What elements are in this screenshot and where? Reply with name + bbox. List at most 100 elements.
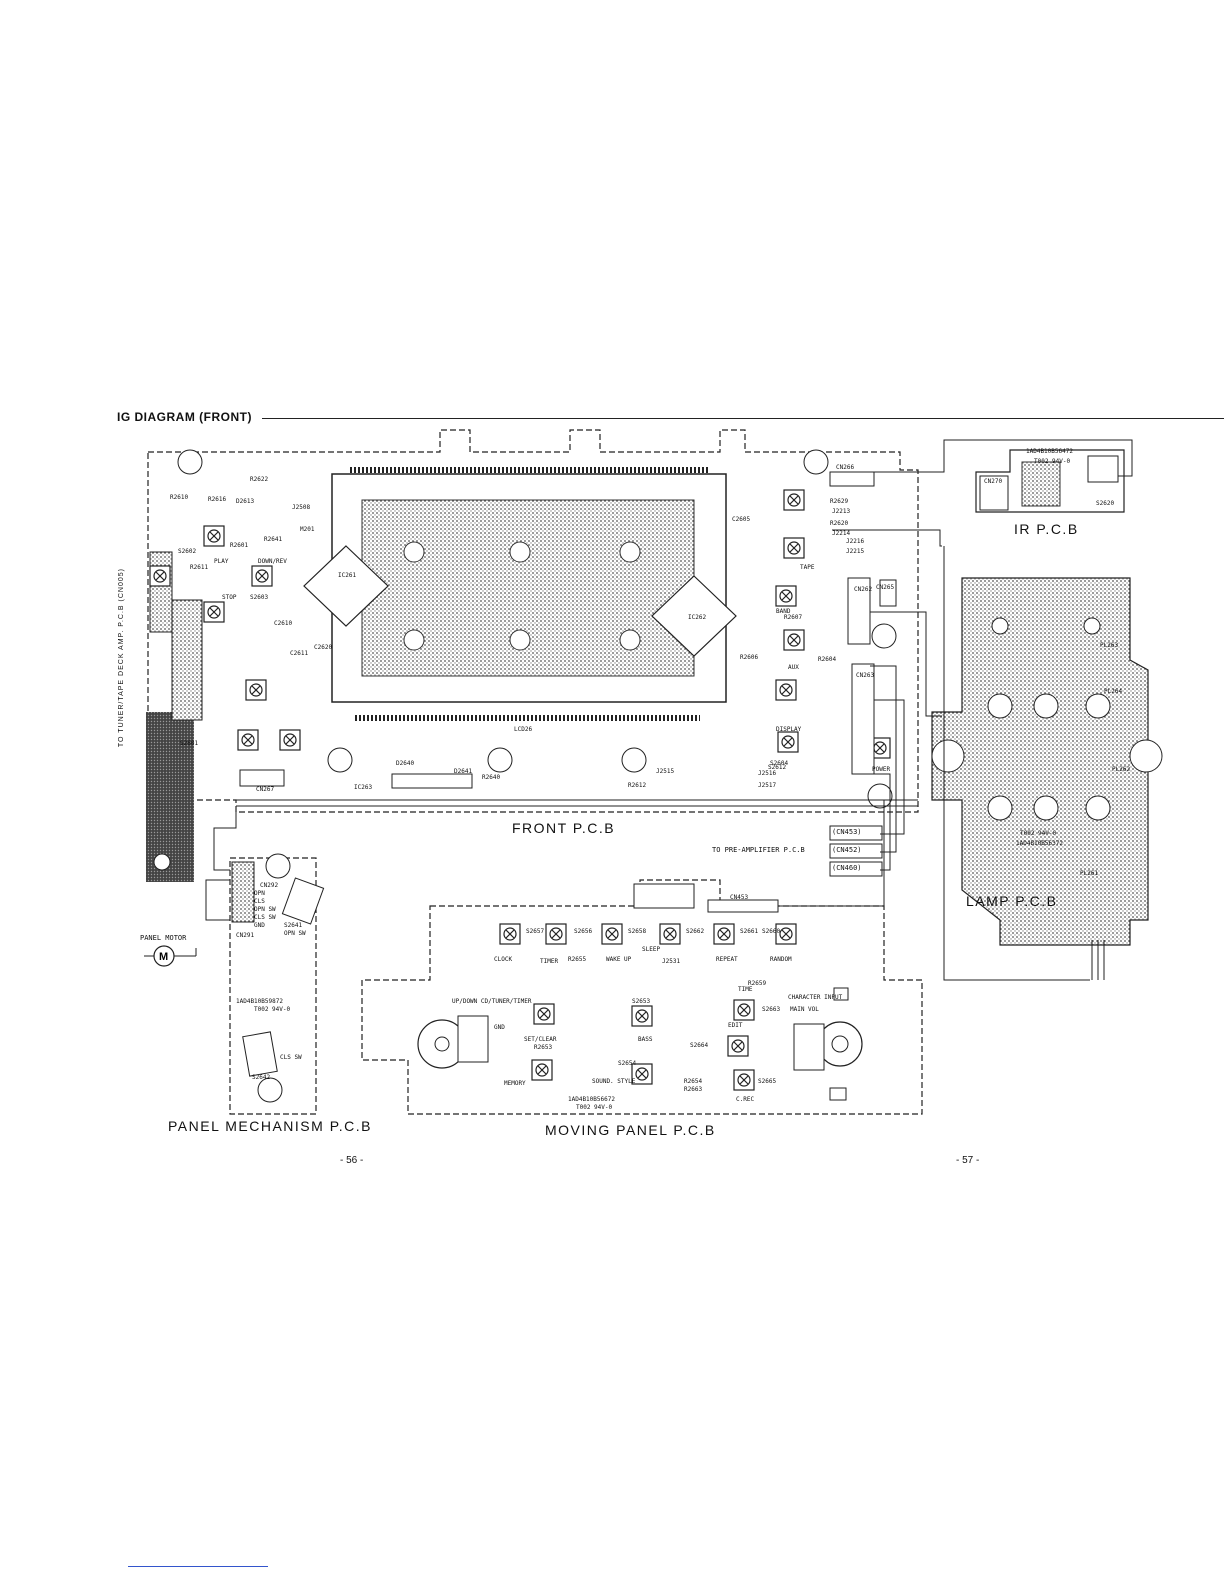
component-label: TAPE (800, 564, 815, 571)
ir-label: T002 94V-0 (1034, 458, 1071, 465)
panel-mech-label: CN292 (260, 882, 279, 889)
panel-motor-label: PANEL MOTOR (140, 934, 187, 942)
moving-component-label: R2655 (568, 956, 587, 963)
panel-mech-label: CN291 (236, 932, 255, 939)
moving-component-label: S2657 (526, 928, 545, 935)
component-label: R2629 (830, 498, 849, 505)
component-label: J2213 (832, 508, 851, 515)
component-label: C2611 (290, 650, 309, 657)
moving-component-label: S2663 (762, 1006, 781, 1013)
component-label: CN263 (856, 672, 875, 679)
panel-mech-label: CLS (254, 898, 265, 905)
lamp-label: PL261 (1080, 870, 1099, 877)
ir-label: CN270 (984, 478, 1003, 485)
component-label: R2622 (250, 476, 269, 483)
lamp-label: 1AD4B10B56372 (1016, 840, 1063, 847)
diagram-heading: IG DIAGRAM (FRONT) (117, 410, 252, 424)
connector-cn452: (CN452) (832, 846, 862, 854)
svg-text:M: M (159, 951, 168, 963)
moving-component-label: S2656 (574, 928, 593, 935)
moving-component-label: S2654 (618, 1060, 637, 1067)
component-label: PLAY (214, 558, 229, 565)
lamp-label: PL262 (1112, 766, 1131, 773)
moving-button-label: EDIT (728, 1022, 743, 1029)
component-label: S2603 (250, 594, 269, 601)
tuner-tape-deck-label: TO TUNER/TAPE DECK AMP. P.C.B (CN005) (118, 568, 125, 748)
moving-panel-pcb-title: MOVING PANEL P.C.B (545, 1122, 716, 1138)
component-label: R2640 (482, 774, 501, 781)
moving-component-label: T002 94V-0 (576, 1104, 613, 1111)
ir-pcb-title: IR P.C.B (1014, 521, 1079, 537)
component-label: CN267 (256, 786, 275, 793)
moving-component-label: R2654 (684, 1078, 703, 1085)
moving-component-label: S2661 (740, 928, 759, 935)
component-label: R2620 (830, 520, 849, 527)
pre-amplifier-label: TO PRE-AMPLIFIER P.C.B (712, 846, 805, 854)
panel-mech-label: OPN SW (254, 906, 276, 913)
moving-button-label: WAKE UP (606, 956, 632, 963)
component-label: C2610 (274, 620, 293, 627)
component-label: D2641 (454, 768, 473, 775)
component-label: J2515 (656, 768, 675, 775)
component-label: J2517 (758, 782, 777, 789)
connector-cn453: (CN453) (832, 828, 862, 836)
moving-component-label: S2664 (690, 1042, 709, 1049)
panel-mech-label: T002 94V-0 (254, 1006, 291, 1013)
moving-component-label: R2653 (534, 1044, 553, 1051)
lamp-pcb-title: LAMP P.C.B (966, 893, 1058, 909)
moving-component-label: J2531 (662, 958, 681, 965)
ic-label: IC261 (338, 572, 357, 579)
component-label: R2641 (264, 536, 283, 543)
component-label: S2612 (768, 764, 787, 771)
panel-mech-label: CLS SW (280, 1054, 302, 1061)
component-label: S2601 (180, 740, 199, 747)
moving-component-label: R2659 (748, 980, 767, 987)
moving-button-label: CHARACTER INPUT (788, 994, 843, 1001)
moving-button-label: C.REC (736, 1096, 755, 1103)
moving-button-label: RANDOM (770, 956, 792, 963)
component-label: C2620 (314, 644, 333, 651)
component-label: J2516 (758, 770, 777, 777)
component-label: DISPLAY (776, 726, 802, 733)
component-label: J2214 (832, 530, 851, 537)
component-label: CN262 (854, 586, 873, 593)
panel-mech-label: OPN (254, 890, 265, 897)
component-label: BAND (776, 608, 791, 615)
component-label: R2611 (190, 564, 209, 571)
panel-mech-label: S2641 (284, 922, 303, 929)
moving-button-label: REPEAT (716, 956, 738, 963)
component-label: S2602 (178, 548, 197, 555)
moving-button-label: TIMER (540, 958, 559, 965)
component-label: DOWN/REV (258, 558, 287, 565)
panel-mech-label: 1AD4B10B59872 (236, 998, 283, 1005)
heading-rule (262, 418, 1224, 419)
front-pcb (146, 429, 919, 882)
panel-mechanism-pcb: M (144, 853, 325, 1115)
component-label: STOP (222, 594, 237, 601)
component-label: J2216 (846, 538, 865, 545)
component-label: AUX (788, 664, 799, 671)
component-label: R2607 (784, 614, 803, 621)
moving-component-label: S2662 (686, 928, 705, 935)
lamp-label: PL264 (1104, 688, 1123, 695)
ic-label: IC262 (688, 614, 707, 621)
ic-label: IC263 (354, 784, 373, 791)
page-number-left: - 56 - (340, 1155, 364, 1166)
moving-button-label: SLEEP (642, 946, 661, 953)
connector-cn460: (CN460) (832, 864, 862, 872)
component-label: R2616 (208, 496, 227, 503)
panel-mech-label: OPN SW (284, 930, 306, 937)
page-number-right: - 57 - (956, 1155, 980, 1166)
moving-panel-pcb (361, 879, 923, 1115)
panel-mech-label: GND (254, 922, 265, 929)
ir-pcb (975, 449, 1125, 513)
component-label: CN265 (876, 584, 895, 591)
moving-button-label: GND (494, 1024, 505, 1031)
moving-component-label: 1AD4B10B56672 (568, 1096, 615, 1103)
lamp-label: PL263 (1100, 642, 1119, 649)
moving-component-label: S2660 (762, 928, 781, 935)
ir-label: S2620 (1096, 500, 1115, 507)
component-label: POWER (872, 766, 891, 773)
component-label: R2612 (628, 782, 647, 789)
